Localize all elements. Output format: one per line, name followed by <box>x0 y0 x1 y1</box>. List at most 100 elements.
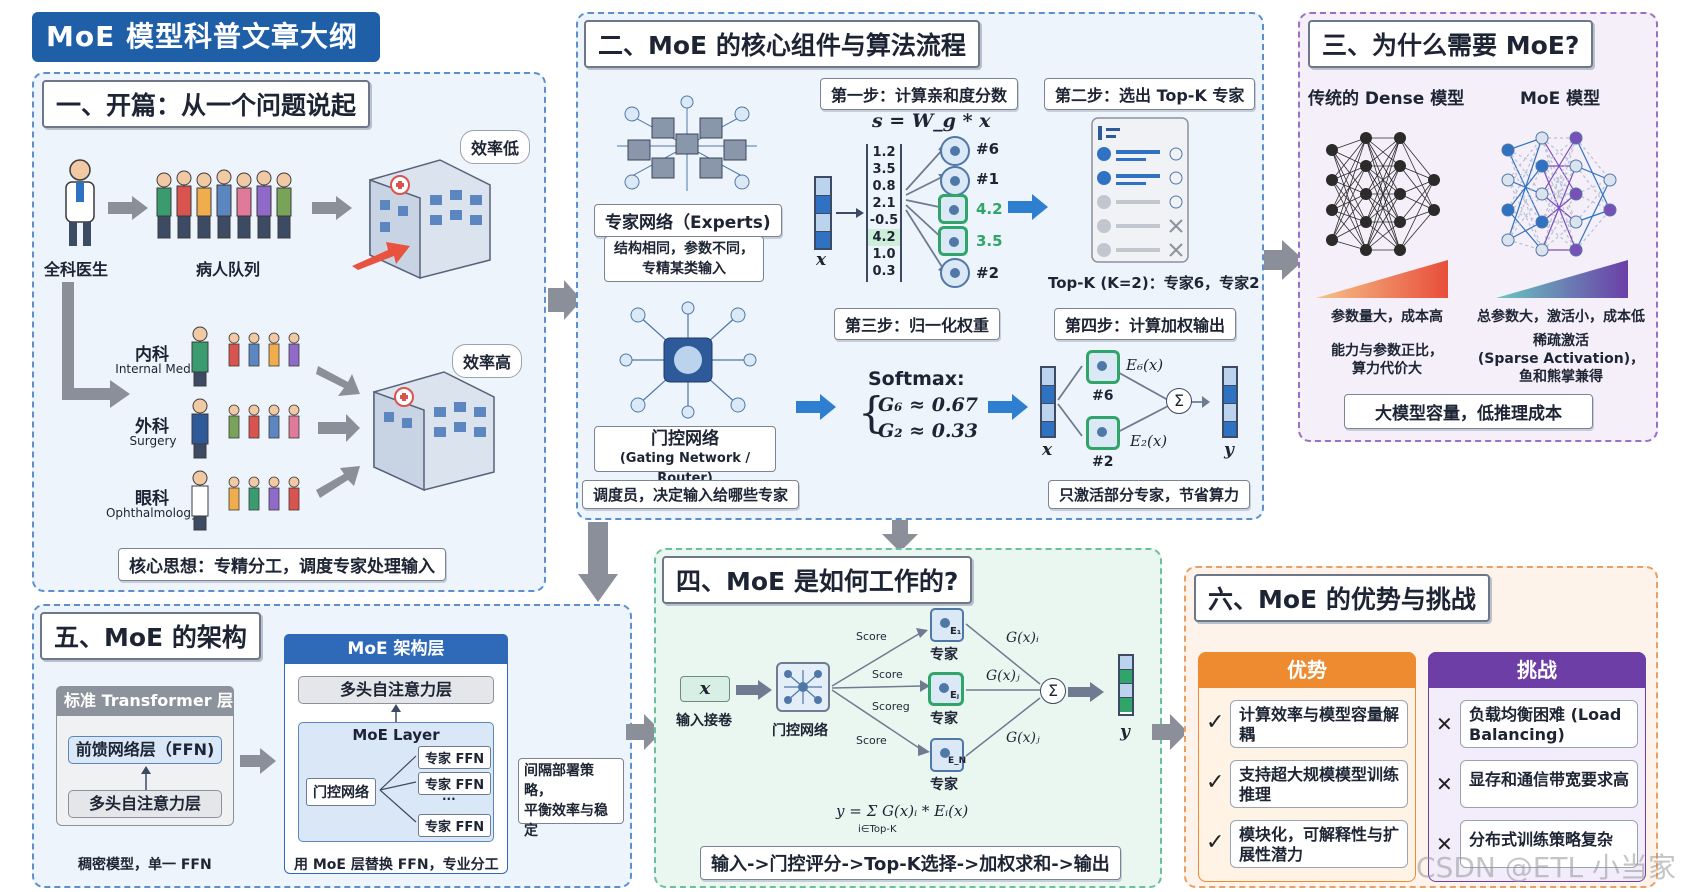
dept-surgery-en: Surgery <box>129 434 177 448</box>
sec4-formula-sub: i∈Top-K <box>858 824 897 835</box>
chal-item-1: 负载均衡困难 (Load Balancing) <box>1460 700 1638 748</box>
sec4-gx-j: G(x)ⱼ <box>986 668 1020 684</box>
moe-layer-title: MoE 架构层 <box>284 634 508 664</box>
chal-cross-1: ✕ <box>1436 712 1453 736</box>
expert-label-2: #2 <box>976 264 1000 282</box>
active-note: 只激活部分专家，节省算力 <box>1048 480 1251 509</box>
moe-gate-box: 门控网络 <box>306 778 376 806</box>
dept-ophthalmology-en: Ophthalmology <box>105 506 199 520</box>
doctor-icon <box>60 158 100 248</box>
score-value: 2.1 <box>872 196 896 211</box>
arrow-doctor-departments <box>62 282 130 408</box>
core-idea: 核心思想：专精分工，调度专家处理输入 <box>118 548 446 581</box>
step4-branch-lines <box>1057 365 1210 437</box>
sec4-input-label: 输入接卷 <box>676 713 732 729</box>
moe-layer-label: MoE Layer <box>352 726 440 744</box>
sec4-score-2: Score <box>872 668 903 681</box>
sec4-expert-j <box>928 672 964 706</box>
gate-label-cn: 门控网络 <box>651 429 719 449</box>
moe-expert-ffn-2: 专家 FFN <box>418 772 492 795</box>
chal-cross-2: ✕ <box>1436 772 1453 796</box>
moe-arrow-up <box>391 704 401 722</box>
adv-item-1: 计算效率与模型容量解耦 <box>1230 700 1408 748</box>
experts-desc-box: 结构相同，参数不同， 专精某类输入 <box>604 236 764 282</box>
step4-e6: E₆(x) <box>1126 356 1164 374</box>
gate-desc: 调度员，决定输入给哪些专家 <box>582 480 800 509</box>
crowd-arrow-top <box>352 242 410 270</box>
patient-queue-icon <box>152 168 302 248</box>
arrow-sec2-sec4 <box>882 516 918 552</box>
softmax-brace: { <box>858 388 885 437</box>
step-4-label: 第四步：计算加权输出 <box>1054 308 1237 340</box>
moe-desc-4: 鱼和熊掌兼得 <box>1519 369 1603 385</box>
step4-input-vector <box>1040 366 1056 438</box>
sec4-expert-j-label: 专家 <box>930 711 958 727</box>
hospital-icon-bottom <box>364 352 504 492</box>
moe-attn-box: 多头自注意力层 <box>298 676 494 704</box>
experts-label: 专家网络（Experts) <box>594 204 782 237</box>
step4-expert-2 <box>1086 416 1120 450</box>
sec4-arrow-sum-y <box>1068 682 1104 702</box>
expert-node-6 <box>940 136 970 166</box>
adv-item-3: 模块化，可解释性与扩展性潜力 <box>1230 820 1408 868</box>
dept-internal-en: Internal Med <box>115 362 191 376</box>
moe-network-icon <box>1501 131 1617 257</box>
score-value: 0.3 <box>872 264 896 279</box>
moe-desc-3: (Sparse Activation)， <box>1477 351 1645 367</box>
sec4-expert-n-label: 专家 <box>930 777 958 793</box>
expert-node-top-a <box>938 194 968 224</box>
section-2-title: 二、MoE 的核心组件与算法流程 <box>584 20 980 68</box>
std-arrow-up <box>141 766 151 790</box>
sec4-score-3: Score <box>856 734 887 747</box>
arrow-gate-softmax <box>796 394 836 420</box>
sec4-score-lines <box>831 628 930 756</box>
step-3-label: 第三步：归一化权重 <box>834 308 1001 340</box>
moe-expert-dots: ··· <box>442 792 456 806</box>
arrow-sec5-sec4 <box>626 714 662 750</box>
input-vector <box>814 176 832 250</box>
moe-gate-lines <box>379 755 417 823</box>
dept-internal-cn: 内科 <box>135 345 169 365</box>
step-1-label: 第一步：计算亲和度分数 <box>820 78 1019 110</box>
chal-item-2: 显存和通信带宽要求高 <box>1460 760 1638 808</box>
softmax-g6: G₆ ≈ 0.67 <box>878 394 978 416</box>
sec4-expert-1-label: 专家 <box>930 647 958 663</box>
std-ffn-box: 前馈网络层（FFN) <box>68 736 222 764</box>
gating-network-icon <box>618 300 758 420</box>
arrow-x-scores <box>836 208 864 218</box>
std-attn-box: 多头自注意力层 <box>68 790 222 818</box>
chal-header: 挑战 <box>1428 652 1646 688</box>
moe-layer-note: 用 MoE 层替换 FFN，专业分工 <box>294 857 499 873</box>
sec4-weight-lines <box>965 623 1041 757</box>
softmax-g2: G₂ ≈ 0.33 <box>878 420 978 442</box>
adv-header: 优势 <box>1198 652 1416 688</box>
adv-item-2: 支持超大规模模型训练推理 <box>1230 760 1408 808</box>
watermark: CSDN @ETL 小当家 <box>1416 851 1677 884</box>
sec4-y: y <box>1120 722 1130 742</box>
arrow-doctor-queue <box>108 196 148 220</box>
arrow-std-moe <box>240 748 276 774</box>
arrow-sec1-sec2 <box>548 280 582 320</box>
adv-check-1: ✓ <box>1206 710 1225 735</box>
experts-desc-line-2: 专精某类输入 <box>642 261 726 277</box>
sec4-gx-j2: G(x)ⱼ <box>1006 730 1040 746</box>
section-3-title: 三、为什么需要 MoE? <box>1308 20 1594 68</box>
step4-sum-node: Σ <box>1166 388 1192 414</box>
specialist-rows-icon <box>186 322 316 532</box>
step4-expert-6 <box>1086 350 1120 384</box>
sec4-output-vector <box>1118 654 1134 716</box>
topk-result: Top-K (K=2)：专家6，专家2 <box>1048 274 1260 292</box>
low-efficiency-badge: 效率低 <box>460 130 531 164</box>
score-value: 1.2 <box>872 145 896 160</box>
step4-label-6: #6 <box>1092 388 1114 404</box>
expert-node-1 <box>940 166 970 196</box>
expert-score-top-b: 3.5 <box>976 232 1003 250</box>
dense-cost-wedge <box>1316 260 1448 298</box>
moe-model-label: MoE 模型 <box>1520 89 1601 109</box>
std-transformer-title: 标准 Transformer 层 <box>56 686 234 716</box>
gate-label-box: 门控网络 (Gating Network / Router) <box>594 426 776 486</box>
expert-label-1: #1 <box>976 170 1000 188</box>
section-4-title: 四、MoE 是如何工作的? <box>662 556 973 604</box>
